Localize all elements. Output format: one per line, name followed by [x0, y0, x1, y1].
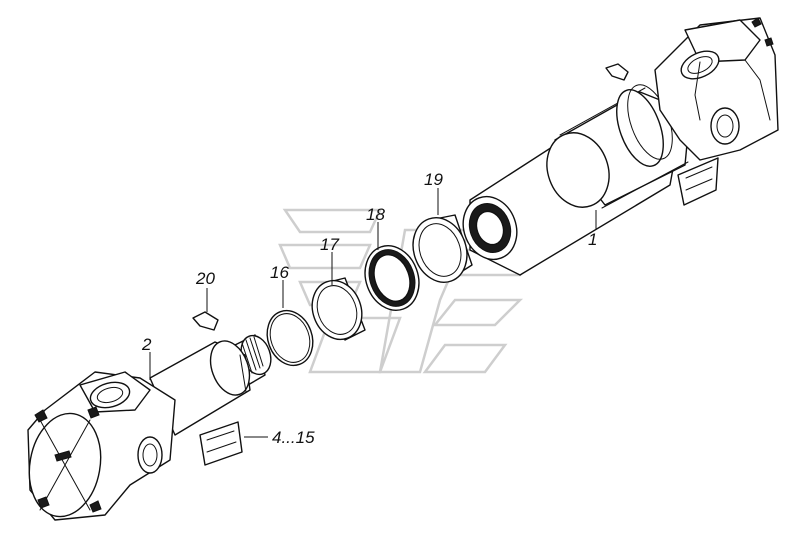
callout-18: 18: [366, 205, 385, 224]
callout-4-15: 4...15: [272, 428, 315, 447]
part-2-splined-shaft-yoke: [27, 311, 272, 521]
callout-16: 16: [270, 263, 289, 282]
part-19-ring: [412, 214, 473, 283]
part-1-sleeve-yoke: [462, 17, 779, 276]
part-17-ring: [311, 277, 366, 341]
callout-20: 20: [195, 269, 215, 288]
callout-17: 17: [320, 235, 339, 254]
leader-lines: [149, 188, 597, 438]
callout-19: 19: [424, 170, 443, 189]
callout-2: 2: [141, 335, 152, 354]
callout-1: 1: [588, 230, 597, 249]
part-16-ring: [266, 309, 314, 367]
part-18-seal-ring: [364, 245, 420, 311]
